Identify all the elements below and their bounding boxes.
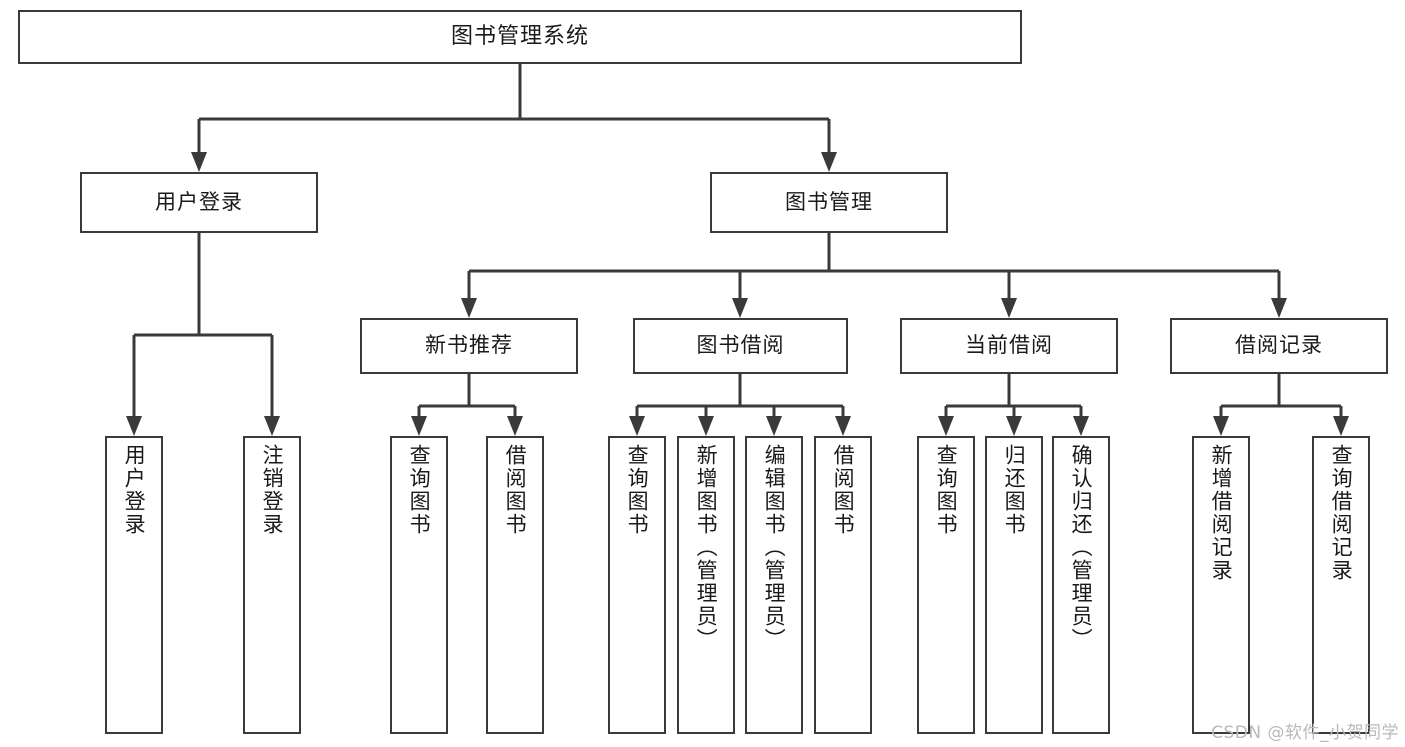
node-borrow-record-label: 借阅记录 xyxy=(1235,333,1323,358)
node-leaf-cb-return[interactable]: 归还图书 xyxy=(985,436,1043,734)
node-leaf-cb-confirm[interactable]: 确认归还（管理员） xyxy=(1052,436,1110,734)
node-leaf-cb-confirm-label: 确认归还（管理员） xyxy=(1069,444,1094,651)
node-leaf-bb-add-label: 新增图书（管理员） xyxy=(694,444,719,651)
node-user-login-label: 用户登录 xyxy=(155,189,243,214)
node-leaf-br-add[interactable]: 新增借阅记录 xyxy=(1192,436,1250,734)
node-leaf-bb-edit[interactable]: 编辑图书（管理员） xyxy=(745,436,803,734)
node-leaf-bb-query[interactable]: 查询图书 xyxy=(608,436,666,734)
node-root[interactable]: 图书管理系统 xyxy=(18,10,1022,64)
node-leaf-cb-return-label: 归还图书 xyxy=(1002,444,1027,536)
node-leaf-br-query-label: 查询借阅记录 xyxy=(1329,444,1354,582)
node-leaf-cb-query-label: 查询图书 xyxy=(934,444,959,536)
node-leaf-bb-query-label: 查询图书 xyxy=(625,444,650,536)
node-book-borrow-label: 图书借阅 xyxy=(696,333,785,358)
node-leaf-rec-borrow-label: 借阅图书 xyxy=(503,444,528,536)
node-leaf-br-query[interactable]: 查询借阅记录 xyxy=(1312,436,1370,734)
node-current-borrow-label: 当前借阅 xyxy=(965,333,1053,358)
node-leaf-cb-query[interactable]: 查询图书 xyxy=(917,436,975,734)
watermark-label: CSDN @软件_小贺同学 xyxy=(1211,723,1399,743)
node-leaf-bb-edit-label: 编辑图书（管理员） xyxy=(762,444,787,651)
node-new-book-rec[interactable]: 新书推荐 xyxy=(360,318,578,374)
node-leaf-user-login[interactable]: 用户登录 xyxy=(105,436,163,734)
node-borrow-record[interactable]: 借阅记录 xyxy=(1170,318,1388,374)
node-current-borrow[interactable]: 当前借阅 xyxy=(900,318,1118,374)
node-book-manage[interactable]: 图书管理 xyxy=(710,172,948,233)
node-leaf-logout-label: 注销登录 xyxy=(260,444,285,536)
node-new-book-rec-label: 新书推荐 xyxy=(425,333,513,358)
node-leaf-bb-borrow[interactable]: 借阅图书 xyxy=(814,436,872,734)
node-book-borrow[interactable]: 图书借阅 xyxy=(633,318,848,374)
node-leaf-br-add-label: 新增借阅记录 xyxy=(1209,444,1234,582)
node-leaf-logout[interactable]: 注销登录 xyxy=(243,436,301,734)
node-leaf-rec-query-label: 查询图书 xyxy=(407,444,432,536)
node-leaf-rec-query[interactable]: 查询图书 xyxy=(390,436,448,734)
node-user-login[interactable]: 用户登录 xyxy=(80,172,318,233)
node-root-label: 图书管理系统 xyxy=(450,23,589,49)
node-leaf-user-login-label: 用户登录 xyxy=(122,444,147,536)
node-leaf-rec-borrow[interactable]: 借阅图书 xyxy=(486,436,544,734)
node-leaf-bb-borrow-label: 借阅图书 xyxy=(831,444,856,536)
node-leaf-bb-add[interactable]: 新增图书（管理员） xyxy=(677,436,735,734)
node-book-manage-label: 图书管理 xyxy=(785,189,873,214)
